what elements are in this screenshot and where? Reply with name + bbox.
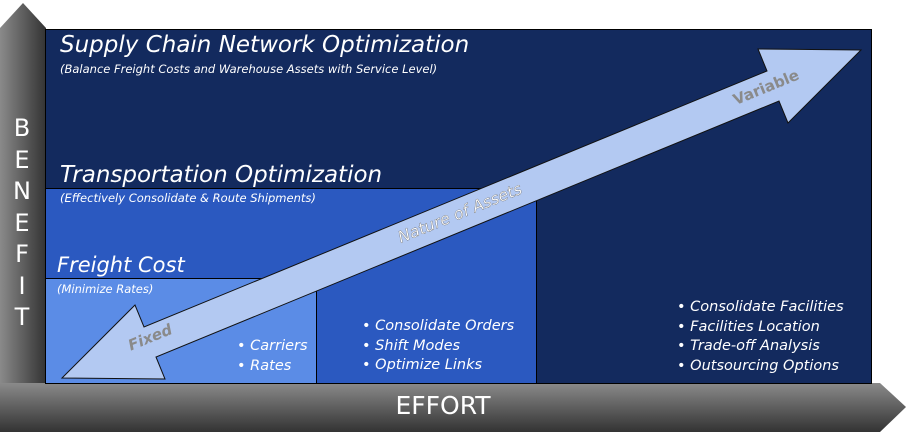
bullet-item: Optimize Links (362, 356, 514, 376)
freight-cost-title: Freight Cost (57, 253, 185, 277)
transportation-subtitle: (Effectively Consolidate & Route Shipmen… (60, 191, 316, 205)
axis-letter: B (13, 114, 31, 142)
benefit-axis-label: B E N E F I T (0, 113, 44, 334)
bullet-item: Facilities Location (677, 318, 844, 338)
bullet-item: Outsourcing Options (677, 357, 844, 377)
bullet-item: Trade-off Analysis (677, 337, 844, 357)
freight-cost-subtitle: (Minimize Rates) (57, 282, 154, 296)
transportation-bullets: Consolidate Orders Shift Modes Optimize … (362, 317, 514, 376)
axis-letter: N (13, 177, 31, 205)
effort-axis-arrow (0, 383, 906, 432)
bullet-item: Consolidate Orders (362, 317, 514, 337)
effort-axis-label: EFFORT (395, 391, 491, 420)
transportation-title: Transportation Optimization (60, 162, 383, 188)
axis-letter: E (14, 208, 30, 237)
benefit-axis-arrow (0, 3, 46, 384)
freight-cost-bullets: Carriers Rates (237, 337, 308, 377)
supply-chain-bullets: Consolidate Facilities Facilities Locati… (677, 298, 844, 377)
bullet-item: Shift Modes (362, 337, 514, 357)
axis-letter: F (15, 240, 29, 268)
axis-letter: T (14, 303, 30, 331)
bullet-item: Carriers (237, 337, 307, 357)
axis-letter: I (18, 271, 26, 300)
bullet-item: Consolidate Facilities (677, 298, 843, 318)
axis-letter: E (14, 145, 30, 174)
double-headed-arrow-shape (60, 48, 863, 380)
bullet-item: Rates (237, 357, 308, 377)
supply-chain-subtitle: (Balance Freight Costs and Warehouse Ass… (60, 62, 438, 76)
supply-chain-title: Supply Chain Network Optimization (60, 32, 470, 58)
